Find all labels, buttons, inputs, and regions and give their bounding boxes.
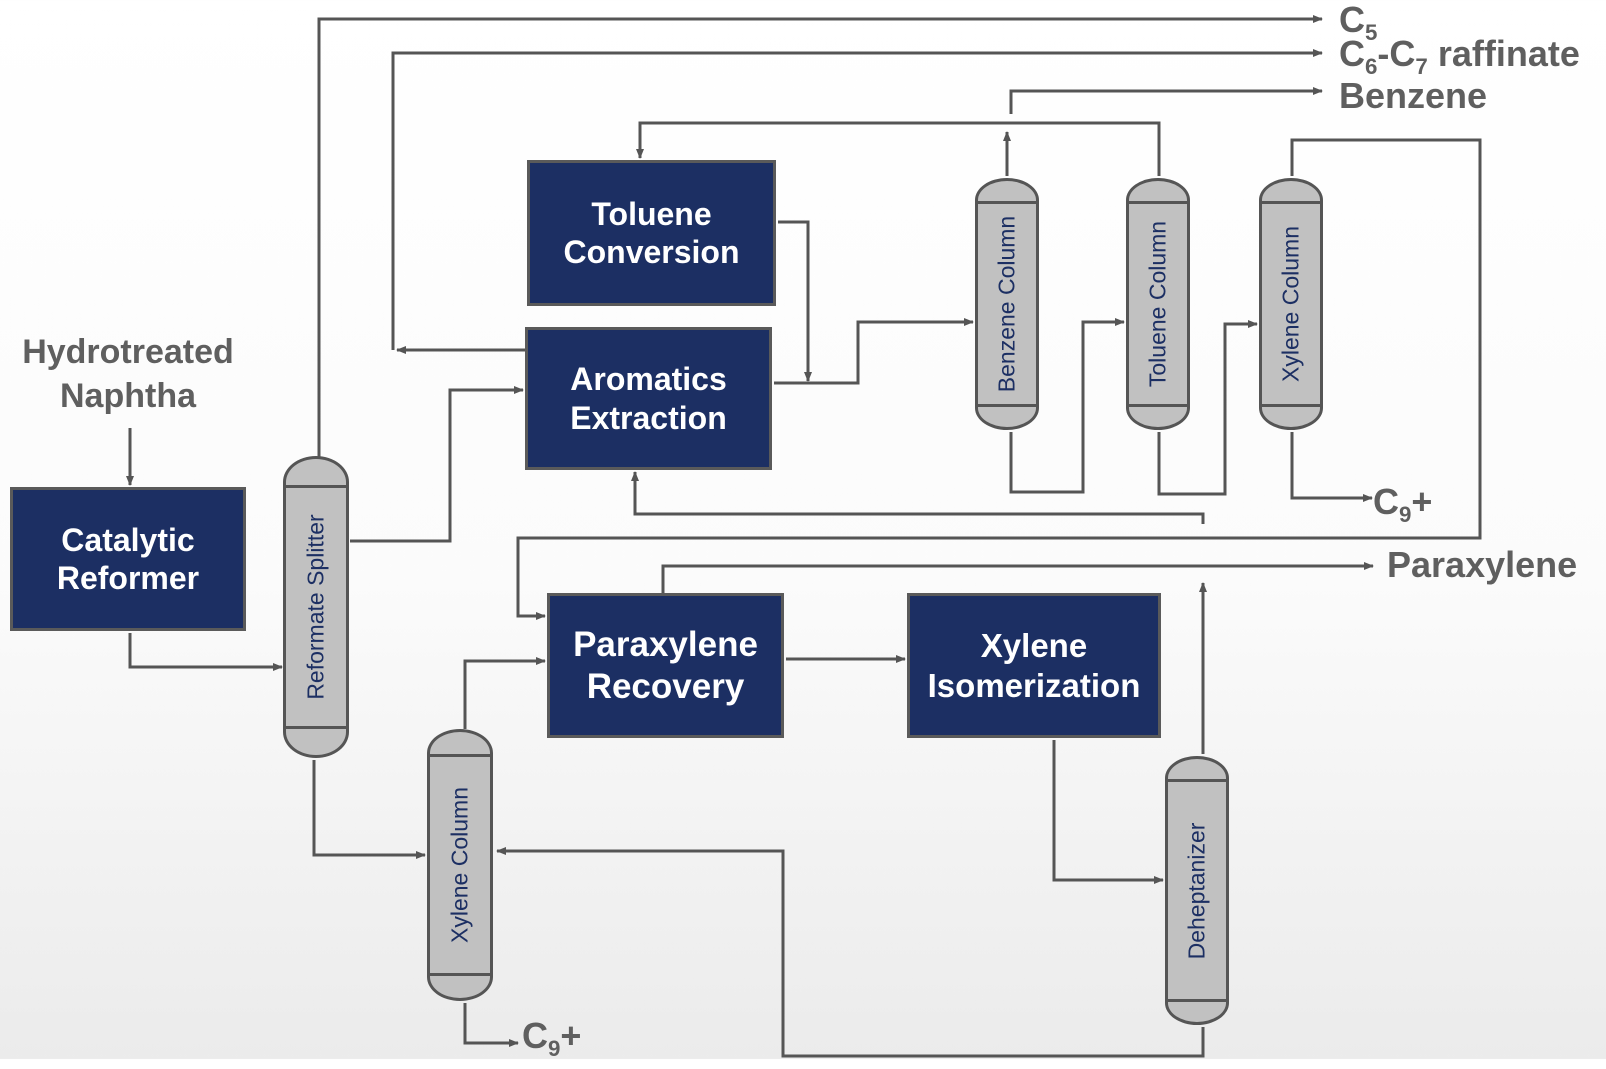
feed-label: Hydrotreated Naphtha bbox=[14, 330, 242, 418]
catalytic-reformer-label: Catalytic Reformer bbox=[56, 521, 200, 596]
raffinate-c: C bbox=[1339, 33, 1365, 74]
c9-bottom-subscript: 9 bbox=[548, 1035, 561, 1061]
xylene-col-bottom-c9-line bbox=[463, 1003, 519, 1047]
deheptanizer-label: Deheptanizer bbox=[1183, 822, 1210, 959]
catalytic-reformer-unit: Catalytic Reformer bbox=[10, 487, 246, 631]
xylene-column-top: Xylene Column bbox=[1259, 178, 1323, 430]
reformate-splitter-label: Reformate Splitter bbox=[302, 514, 329, 700]
xylene-column-top-label: Xylene Column bbox=[1277, 226, 1304, 382]
xylene-column-bottom: Xylene Column bbox=[427, 729, 493, 1001]
xylene-column-bottom-label: Xylene Column bbox=[446, 787, 473, 943]
paraxylene-recovery-label: Paraxylene Recovery bbox=[573, 624, 758, 706]
c5-product-label: C5 bbox=[1339, 0, 1377, 53]
c5-base: C bbox=[1339, 0, 1365, 40]
paraxylene-product-label: Paraxylene bbox=[1387, 544, 1578, 585]
raffinate-sub-6: 6 bbox=[1365, 53, 1378, 79]
xylene-col-top-overhead-line bbox=[516, 138, 1482, 620]
feed-label-line-2: Naphtha bbox=[60, 377, 196, 415]
paraxylene-recovery-unit: Paraxylene Recovery bbox=[547, 593, 784, 738]
xylene-isomerization-label: Xylene Isomerization bbox=[927, 626, 1141, 704]
benzene-product-label: Benzene bbox=[1339, 75, 1488, 116]
c9-top-subscript: 9 bbox=[1399, 501, 1412, 527]
raffinate-riser-line bbox=[391, 49, 1323, 350]
feed-label-line-1: Hydrotreated bbox=[22, 333, 234, 371]
toluene-column-label: Toluene Column bbox=[1144, 220, 1171, 388]
reformer-to-splitter-line bbox=[128, 633, 283, 671]
raffinate-sub-7: 7 bbox=[1415, 53, 1428, 79]
c9-top-base: C bbox=[1373, 481, 1399, 522]
splitter-side-to-extraction-line bbox=[350, 386, 524, 543]
splitter-overhead-c5-line bbox=[317, 15, 1323, 458]
benzene-column-label: Benzene Column bbox=[993, 215, 1020, 393]
paraxylene-product-line bbox=[661, 562, 1374, 593]
raffinate-text: raffinate bbox=[1427, 33, 1580, 74]
splitter-bottom-to-xylene-col-line bbox=[312, 760, 426, 859]
raffinate-product-label: C6-C7 raffinate bbox=[1339, 34, 1580, 87]
xylene-isomerization-unit: Xylene Isomerization bbox=[907, 593, 1161, 738]
isomerization-to-deheptanizer-line bbox=[1052, 740, 1164, 884]
c9-plus-bottom-product-label: C9+ bbox=[522, 1016, 581, 1069]
toluene-conversion-label: Toluene Conversion bbox=[563, 195, 740, 270]
toluene-conversion-outlet-line bbox=[778, 220, 812, 382]
deheptanizer-bottom-recycle-line bbox=[496, 847, 1205, 1058]
aromatics-extraction-unit: Aromatics Extraction bbox=[525, 327, 772, 470]
xylene-col-top-bottoms-c9-line bbox=[1290, 432, 1373, 502]
c9-plus-top-product-label: C9+ bbox=[1373, 482, 1432, 535]
c9-top-plus: + bbox=[1411, 481, 1433, 522]
c5-subscript: 5 bbox=[1365, 19, 1378, 45]
toluene-column: Toluene Column bbox=[1126, 178, 1190, 430]
c9-bottom-base: C bbox=[522, 1015, 548, 1056]
aromatics-extraction-label: Aromatics Extraction bbox=[570, 361, 727, 436]
deheptanizer-column: Deheptanizer bbox=[1165, 756, 1229, 1025]
c9-bottom-plus: + bbox=[560, 1015, 582, 1056]
benzene-col-bottom-to-toluene-line bbox=[1009, 318, 1125, 494]
benzene-product-line bbox=[1009, 87, 1323, 114]
extraction-to-benzene-col-line bbox=[774, 318, 974, 385]
raffinate-dash-c: -C bbox=[1377, 33, 1416, 74]
toluene-col-overhead-recycle-line bbox=[636, 121, 1161, 176]
deheptanizer-recycle-to-extraction bbox=[631, 471, 1205, 524]
benzene-column: Benzene Column bbox=[975, 178, 1039, 430]
toluene-col-bottom-to-xylene-line bbox=[1157, 320, 1258, 496]
reformate-splitter-column: Reformate Splitter bbox=[283, 456, 349, 758]
xylene-col-bottom-overhead-line bbox=[463, 657, 546, 729]
toluene-conversion-unit: Toluene Conversion bbox=[527, 160, 776, 306]
